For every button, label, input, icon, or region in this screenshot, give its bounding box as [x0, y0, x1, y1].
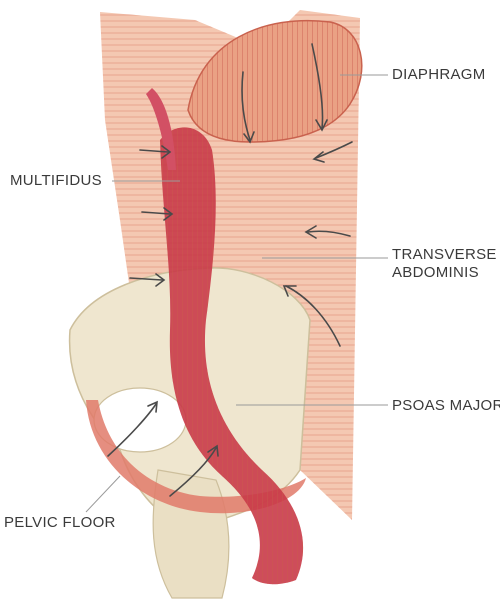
leader-lines: [85, 74, 388, 513]
diaphragm-label: DIAPHRAGM: [392, 66, 486, 83]
arrow-icon: [307, 230, 351, 237]
arrow-head-icon: [163, 207, 174, 221]
psoas-major-muscle: [160, 127, 304, 585]
arrow-head-icon: [147, 400, 158, 413]
arrow-icon: [141, 211, 171, 215]
multifidus-label: MULTIFIDUS: [10, 172, 102, 189]
arrow-icon: [241, 71, 251, 141]
arrow-icon: [139, 149, 169, 153]
force-arrows: [107, 43, 353, 497]
arrow-icon: [169, 447, 217, 497]
transverse-abdominis-label-line1: TRANSVERSE: [392, 246, 497, 263]
diaphragm-muscle: [187, 19, 363, 143]
pelvic-floor-muscle: [86, 400, 306, 514]
pelvic-floor-label: PELVIC FLOOR: [4, 514, 116, 531]
arrow-head-icon: [243, 131, 255, 144]
psoas-major-label: PSOAS MAJOR: [392, 397, 500, 414]
arrow-icon: [311, 43, 324, 129]
arrow-icon: [107, 403, 157, 457]
arrow-head-icon: [312, 151, 325, 163]
arrow-head-icon: [282, 285, 297, 297]
transverse-abdominis-label-line2: ABDOMINIS: [392, 264, 479, 281]
arrow-head-icon: [207, 444, 219, 457]
arrow-head-icon: [155, 273, 166, 287]
arrow-icon: [129, 277, 163, 281]
transverse-abdominis-label: TRANSVERSE ABDOMINIS: [392, 246, 497, 282]
arrow-icon: [285, 285, 341, 347]
pelvic-floor-leader-line: [85, 475, 121, 513]
arrow-head-icon: [161, 145, 172, 159]
multifidus-muscle: [146, 88, 176, 170]
arrow-head-icon: [315, 119, 328, 132]
arrow-head-icon: [304, 225, 317, 239]
arrow-icon: [315, 141, 353, 159]
